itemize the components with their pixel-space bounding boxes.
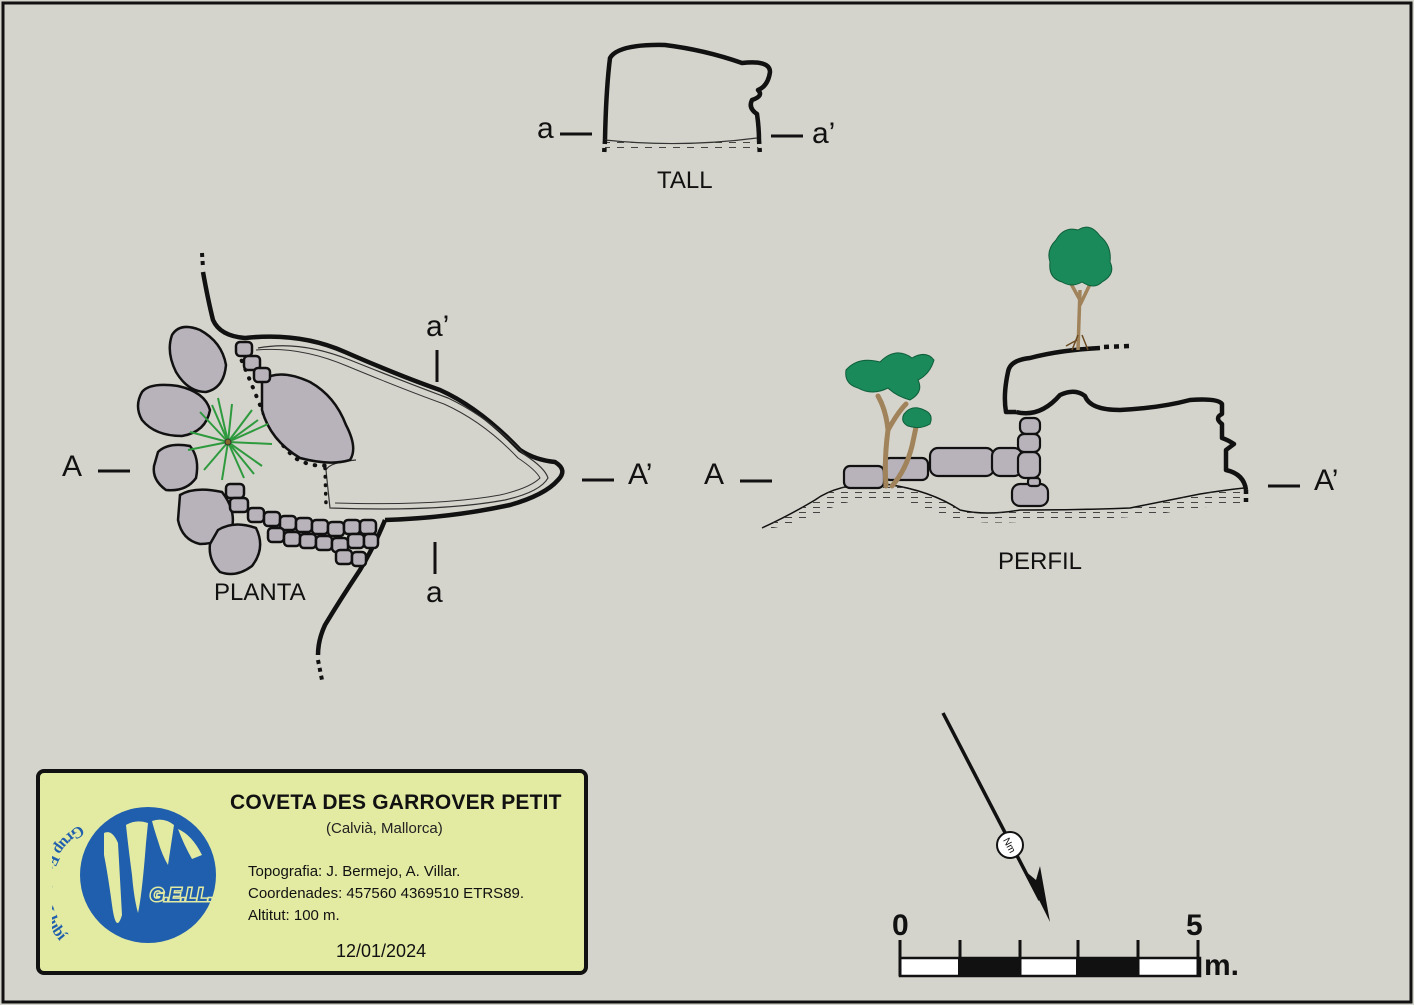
scale-end: 5 [1186,909,1203,942]
section-wall [602,42,773,141]
logo-text: G.E.LL. [150,885,213,905]
plan-mark-A-left: A [62,450,82,483]
profile-roof [1002,345,1101,415]
plant-icon [187,397,273,481]
profile-title: PERFIL [998,548,1082,575]
survey-altitude: Altitut: 100 m. [248,907,340,924]
plan-boulders [136,325,380,576]
profile-mark-left: A [704,458,724,491]
section-mark-right: a’ [812,117,835,150]
survey-info: Topografia: J. Bermejo, A. Villar. Coord… [248,861,524,927]
profile-ceiling [1015,389,1249,491]
plan-wall-upper [200,271,565,523]
scale-bar: 0 5 m. [892,909,1239,982]
tree-icon [1048,226,1113,351]
plan-title: PLANTA [214,579,306,606]
cave-name: COVETA DES GARROVER PETIT [230,791,562,814]
section-title: TALL [657,167,713,194]
club-logo: G.E.LL. Grup Espeleo Llubí [52,807,216,944]
plan-mark-A-right: A’ [628,458,652,491]
plan-mark-a-top: a’ [426,310,449,343]
profile-view: A A’ PERFIL [704,226,1338,575]
cave-location: (Calvià, Mallorca) [326,820,443,837]
tree-icon [845,352,935,489]
north-arrow: Nm [941,712,1050,922]
cross-section: a a’ TALL [537,42,835,194]
scale-unit: m. [1204,949,1239,982]
profile-boulders [842,416,1050,508]
survey-date: 12/01/2024 [336,941,427,961]
section-sediment [605,138,759,152]
profile-mark-right: A’ [1314,464,1338,497]
section-mark-left: a [537,112,554,145]
title-block: G.E.LL. Grup Espeleo Llubí COVETA DES GA… [36,769,588,975]
plan-view: a’ a A A’ PLANTA [62,252,652,681]
scale-start: 0 [892,909,909,942]
survey-coordinates: Coordenades: 457560 4369510 ETRS89. [248,885,525,902]
survey-credits: Topografia: J. Bermejo, A. Villar. [248,863,461,880]
plan-mark-a-bottom: a [426,576,443,609]
